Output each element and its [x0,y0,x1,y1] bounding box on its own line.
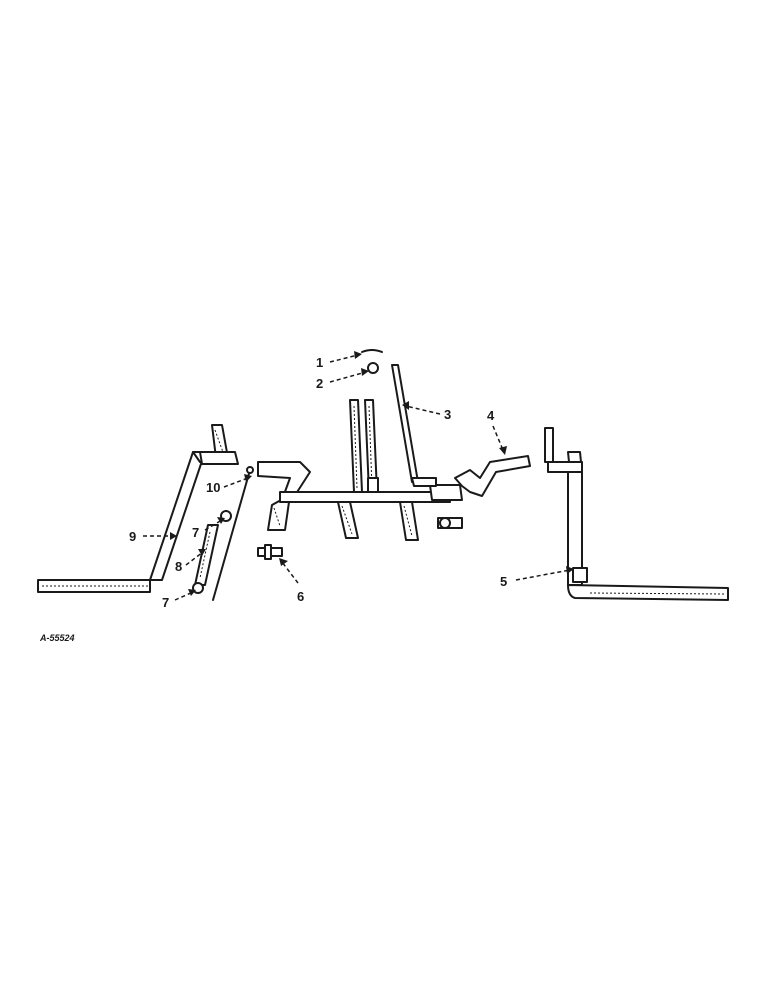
callout-9: 9 [129,529,136,544]
callout-2: 2 [316,376,323,391]
central-frame-assembly [257,399,463,541]
part-1-pin [361,349,383,353]
callout-1: 1 [316,355,323,370]
callout-8: 8 [175,559,182,574]
callout-3: 3 [444,407,451,422]
part-3-lever [391,364,437,487]
part-5-right-bar [544,427,729,601]
callout-6: 6 [297,589,304,604]
drawing-code: A-55524 [39,633,75,643]
part-4-bent-arm [454,455,531,497]
callout-labels: 1 2 3 4 5 6 7 7 8 9 10 [129,355,507,610]
part-9-left-bar [37,424,239,593]
callout-7b: 7 [162,595,169,610]
callout-10: 10 [206,480,220,495]
callout-4: 4 [487,408,495,423]
callout-5: 5 [500,574,507,589]
part-2-knob [367,362,379,374]
leader-lines [143,351,574,601]
callout-7a: 7 [192,525,199,540]
part-10-rod [212,466,254,601]
part-6-bolt [257,544,283,560]
